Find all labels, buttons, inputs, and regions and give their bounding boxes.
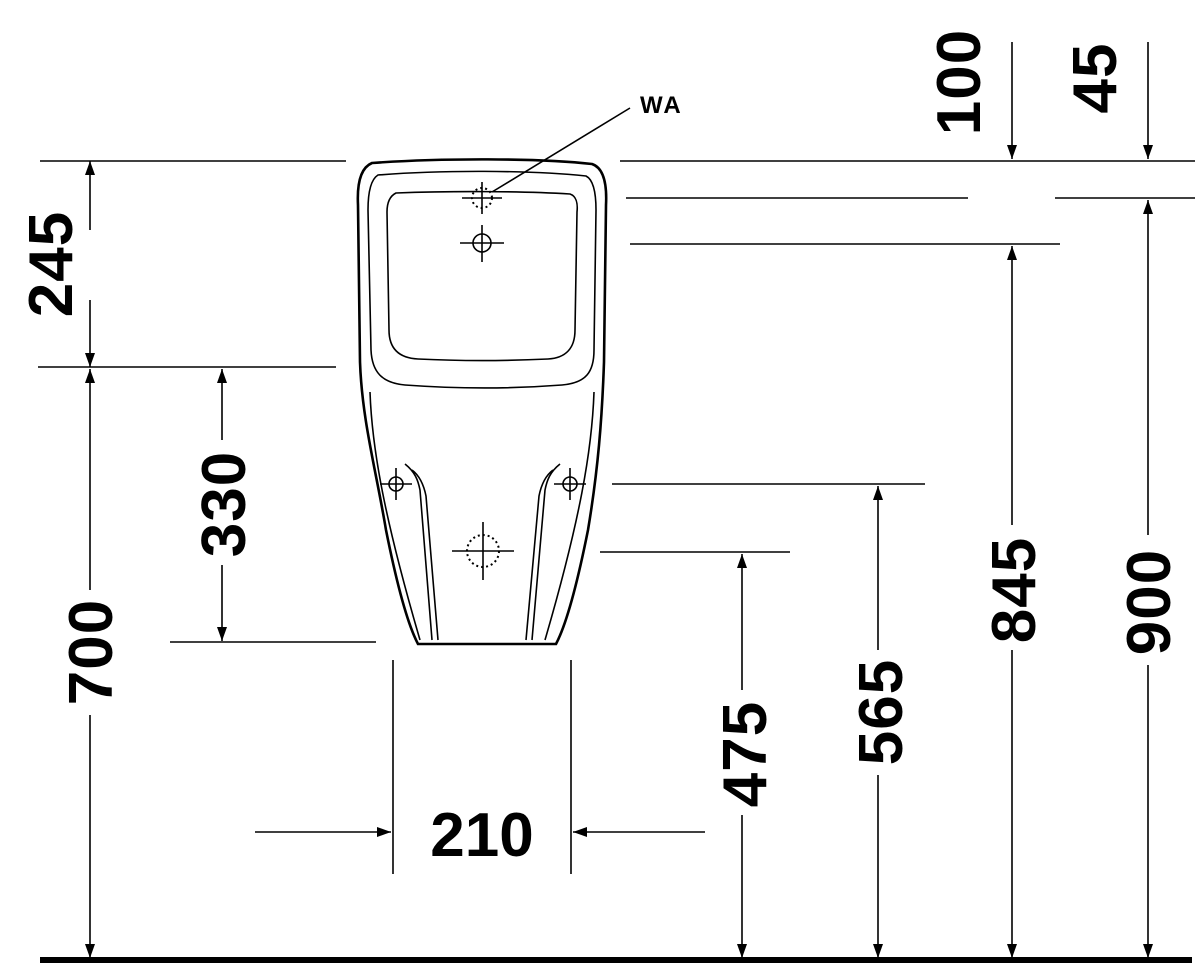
fixing-point-left [380,468,412,500]
dimension-700: 700 [57,369,126,958]
dim-330-label: 330 [190,451,259,557]
outlet-symbol [452,522,514,580]
dim-565-label: 565 [847,659,916,765]
fixing-point-upper [460,225,504,262]
water-inlet-symbol [462,182,502,214]
dimension-330: 330 [190,369,259,641]
dimension-565: 565 [847,486,916,958]
fixing-point-right [554,468,586,500]
dimension-900: 900 [1115,200,1184,958]
dim-845-label: 845 [980,537,1049,643]
dimension-45: 45 [1061,42,1153,159]
dimension-475: 475 [711,554,780,958]
wa-label: WA [640,92,683,119]
dim-100-label: 100 [925,29,994,135]
dim-245-label: 245 [17,211,86,317]
urinal-outline [356,158,608,646]
dimension-845: 845 [980,246,1049,958]
dim-210-label: 210 [430,801,533,870]
dimension-100: 100 [925,29,1017,159]
wa-leader-line [491,107,631,193]
dim-700-label: 700 [57,599,126,705]
dim-475-label: 475 [711,701,780,807]
dim-45-label: 45 [1061,43,1130,114]
dimension-210: 210 [255,801,705,870]
dim-900-label: 900 [1115,549,1184,655]
dimension-245: 245 [17,161,95,367]
extension-lines [38,160,1195,874]
